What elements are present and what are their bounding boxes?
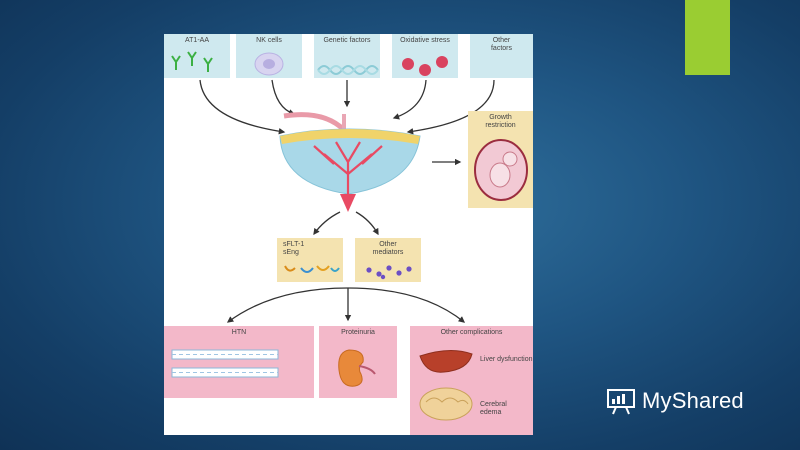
cell-icon xyxy=(254,52,284,76)
proteinuria-label: Proteinuria xyxy=(341,329,375,336)
factor-label: Genetic factors xyxy=(323,37,371,44)
factor-at1-aa: AT1-AA xyxy=(164,34,230,78)
factor-nk-cells: NK cells xyxy=(236,34,302,78)
diagram-panel: AT1-AA NK cells Genetic factors Oxidativ… xyxy=(164,34,533,435)
liver-label: Liver dysfunction xyxy=(480,356,533,363)
factor-oxidative: Oxidative stress xyxy=(392,34,458,78)
htn-label: HTN xyxy=(231,329,247,336)
other-complications-label: Other complications xyxy=(440,329,503,336)
myshared-logo[interactable]: MyShared xyxy=(606,387,744,415)
mediator-sflt1: sFLT-1 sEng xyxy=(277,238,343,282)
protein-strands-icon xyxy=(284,265,340,273)
blood-vessel-icon xyxy=(171,349,279,378)
cerebral-label: Cerebral edema xyxy=(480,401,507,416)
mediator-other: Other mediators xyxy=(355,238,421,282)
complication-other: Other complications Liver dysfunction Ce… xyxy=(410,326,533,435)
kidney-icon xyxy=(338,349,376,387)
growth-restriction-box: Growth restriction xyxy=(468,111,533,208)
accent-bar xyxy=(685,0,730,75)
dna-icon xyxy=(317,65,379,75)
factor-label: AT1-AA xyxy=(185,37,209,44)
fetus-icon xyxy=(474,139,528,201)
complication-proteinuria: Proteinuria xyxy=(319,326,397,398)
brain-icon xyxy=(419,387,473,421)
factor-label: Other factors xyxy=(490,37,512,52)
radical-icon xyxy=(402,56,448,76)
organs-icon xyxy=(419,350,473,421)
liver-icon xyxy=(419,350,473,373)
placenta-illustration xyxy=(199,79,495,323)
antibody-icon xyxy=(171,51,213,72)
factor-label: Oxidative stress xyxy=(400,37,450,44)
molecules-icon xyxy=(366,265,412,280)
mediator-label: Other mediators xyxy=(372,241,404,256)
complication-htn: HTN xyxy=(164,326,314,398)
factor-label: NK cells xyxy=(256,37,282,44)
logo-text: MyShared xyxy=(642,388,744,413)
growth-label: Growth restriction xyxy=(485,114,516,129)
mediator-label: sFLT-1 sEng xyxy=(283,241,305,256)
presentation-board-icon xyxy=(607,389,635,415)
factor-genetic: Genetic factors xyxy=(314,34,380,78)
factor-other: Other factors xyxy=(470,34,533,78)
